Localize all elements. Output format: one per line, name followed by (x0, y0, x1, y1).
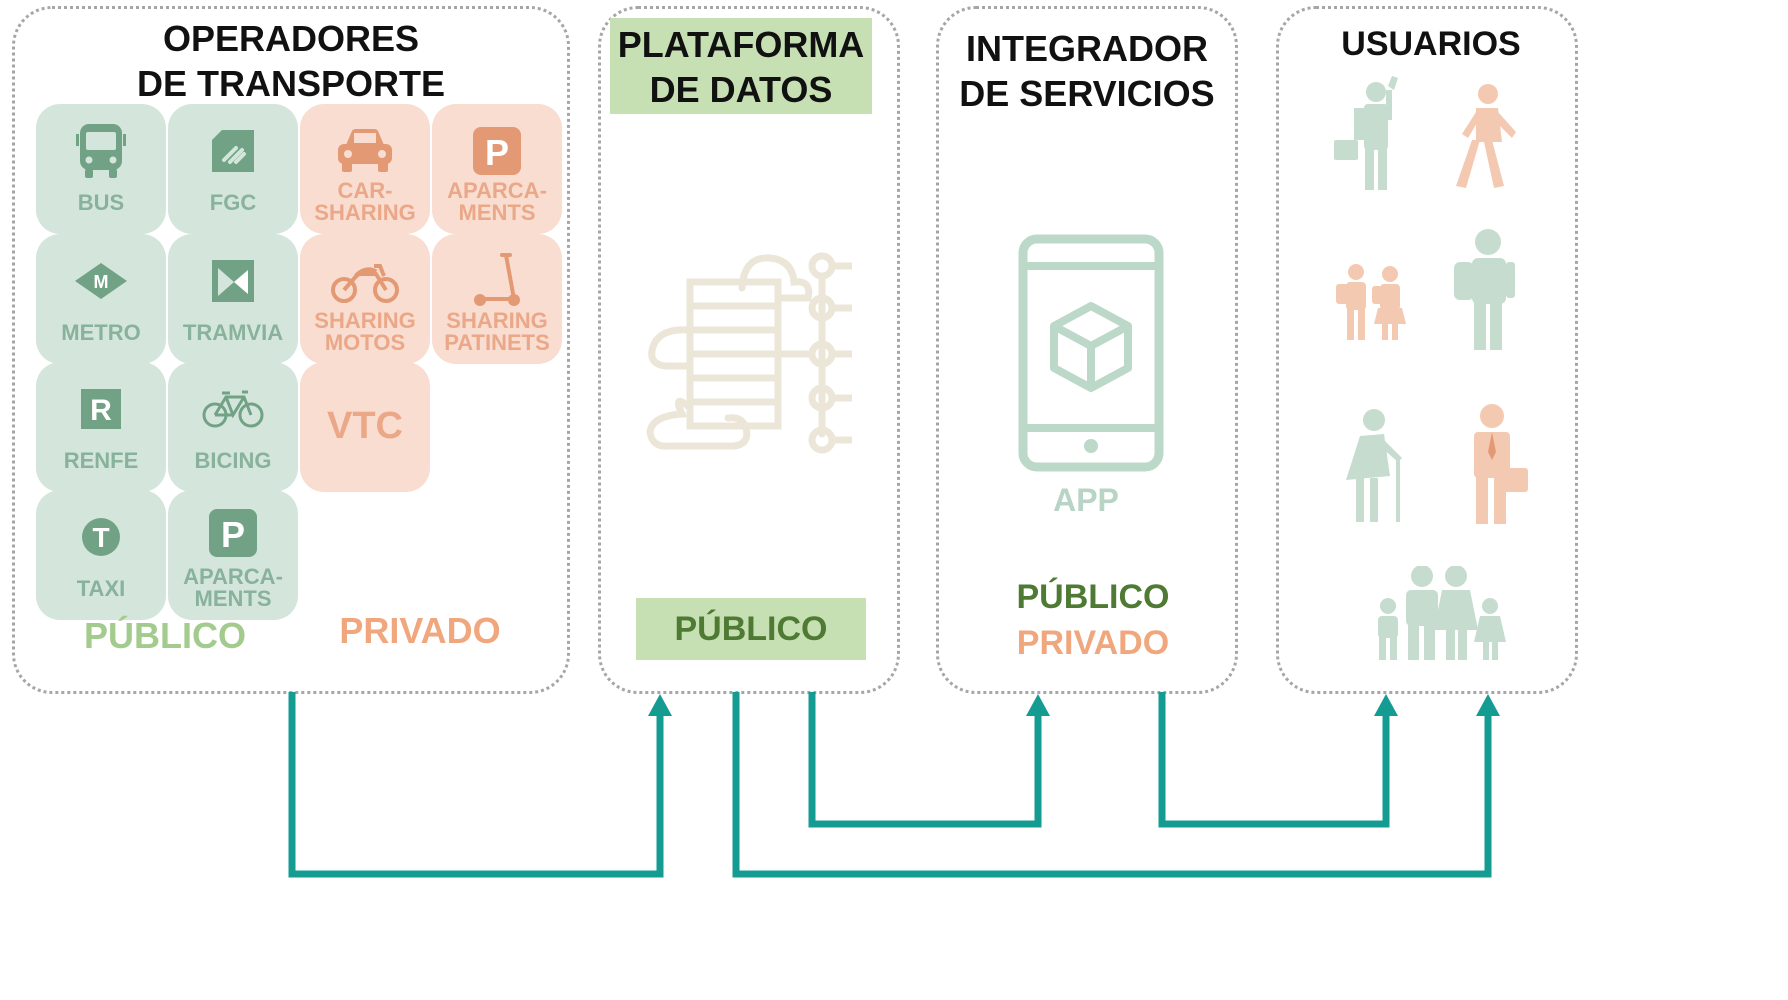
parking-icon: P (168, 500, 298, 566)
backpacker-icon (1450, 228, 1520, 357)
arrowhead-integrator (1026, 694, 1050, 716)
family-icon (1370, 565, 1508, 667)
tile-fgc-label: FGC (209, 190, 257, 215)
motorbike-icon (300, 248, 430, 314)
tile-sharing-patinets: SHARING PATINETS (432, 234, 562, 364)
integrator-private-label: PRIVADO (1016, 624, 1170, 662)
tile-fgc: FGC (168, 104, 298, 234)
operators-public-label: PÚBLICO (84, 615, 246, 656)
elderly-woman-icon (1340, 406, 1410, 531)
businessman-icon (1466, 402, 1532, 531)
svg-text:R: R (90, 394, 112, 427)
connector-operators-platform (288, 692, 664, 878)
tile-aparcaments-private-label: APARCA- MENTS (447, 178, 547, 225)
commuter-man-icon (1332, 76, 1412, 197)
child-walking-icon (1446, 82, 1522, 197)
arrowhead-platform (648, 694, 672, 716)
svg-text:P: P (485, 132, 509, 173)
parking-icon: P (432, 118, 562, 184)
tile-taxi-label: TAXI (76, 576, 126, 601)
connector-integrator-users (1158, 692, 1390, 828)
taxi-logo-icon: T (36, 504, 166, 570)
tile-tramvia: TRAMVIA (168, 234, 298, 364)
tram-logo-icon (168, 248, 298, 314)
operators-title-line2: DE TRANSPORTE (136, 63, 446, 104)
scooter-icon (432, 248, 562, 314)
arrowhead-users-2 (1476, 694, 1500, 716)
cloud-server-network-icon (642, 248, 856, 463)
students-icon (1332, 262, 1412, 347)
platform-public-label: PÚBLICO (636, 598, 866, 660)
tile-sharing-patinets-label: SHARING PATINETS (444, 308, 550, 355)
tile-aparcaments-public: P APARCA- MENTS (168, 490, 298, 620)
svg-text:T: T (92, 522, 109, 553)
platform-title-line2: DE DATOS (649, 69, 833, 110)
tile-bicing-label: BICING (194, 448, 272, 473)
tile-renfe-label: RENFE (63, 448, 139, 473)
bus-icon (36, 118, 166, 184)
operators-title: OPERADORES DE TRANSPORTE (12, 16, 570, 106)
tile-aparcaments-private: P APARCA- MENTS (432, 104, 562, 234)
tile-car-sharing: CAR- SHARING (300, 104, 430, 234)
operators-private-label: PRIVADO (339, 610, 501, 651)
renfe-logo-icon: R (36, 376, 166, 442)
tile-vtc: VTC (300, 362, 430, 492)
tile-bus-label: BUS (77, 190, 125, 215)
svg-text:M: M (94, 272, 109, 292)
tile-metro: M METRO (36, 234, 166, 364)
tile-vtc-label: VTC (327, 405, 403, 447)
tile-sharing-motos-label: SHARING MOTOS (314, 308, 416, 355)
tile-sharing-motos: SHARING MOTOS (300, 234, 430, 364)
tile-tramvia-label: TRAMVIA (182, 320, 284, 345)
tile-bus: BUS (36, 104, 166, 234)
integrator-panel (936, 6, 1238, 694)
tile-aparcaments-public-label: APARCA- MENTS (183, 564, 283, 611)
tile-bicing: BICING (168, 362, 298, 492)
metro-logo-icon: M (36, 248, 166, 314)
connector-platform-users (732, 692, 1492, 878)
tile-car-sharing-label: CAR- SHARING (314, 178, 416, 225)
tile-taxi: T TAXI (36, 490, 166, 620)
tile-metro-label: METRO (61, 320, 141, 345)
fgc-logo-icon (168, 118, 298, 184)
bicycle-icon (168, 376, 298, 442)
integrator-public-label: PÚBLICO (1016, 578, 1170, 616)
users-title: USUARIOS (1341, 25, 1521, 63)
integrator-title-line2: DE SERVICIOS (959, 73, 1215, 114)
connector-platform-integrator (808, 692, 1042, 828)
integrator-app-label: APP (1053, 482, 1119, 518)
arrowhead-users-1 (1374, 694, 1398, 716)
platform-panel (598, 6, 900, 694)
platform-title: PLATAFORMA DE DATOS (610, 18, 872, 114)
svg-text:P: P (221, 514, 245, 555)
integrator-title: INTEGRADOR DE SERVICIOS (936, 26, 1238, 116)
operators-title-line1: OPERADORES (162, 18, 420, 59)
car-icon (300, 118, 430, 184)
tile-renfe: R RENFE (36, 362, 166, 492)
integrator-title-line1: INTEGRADOR (966, 28, 1208, 69)
platform-title-line1: PLATAFORMA (617, 24, 865, 65)
smartphone-app-icon (1018, 234, 1164, 477)
users-panel (1276, 6, 1578, 694)
